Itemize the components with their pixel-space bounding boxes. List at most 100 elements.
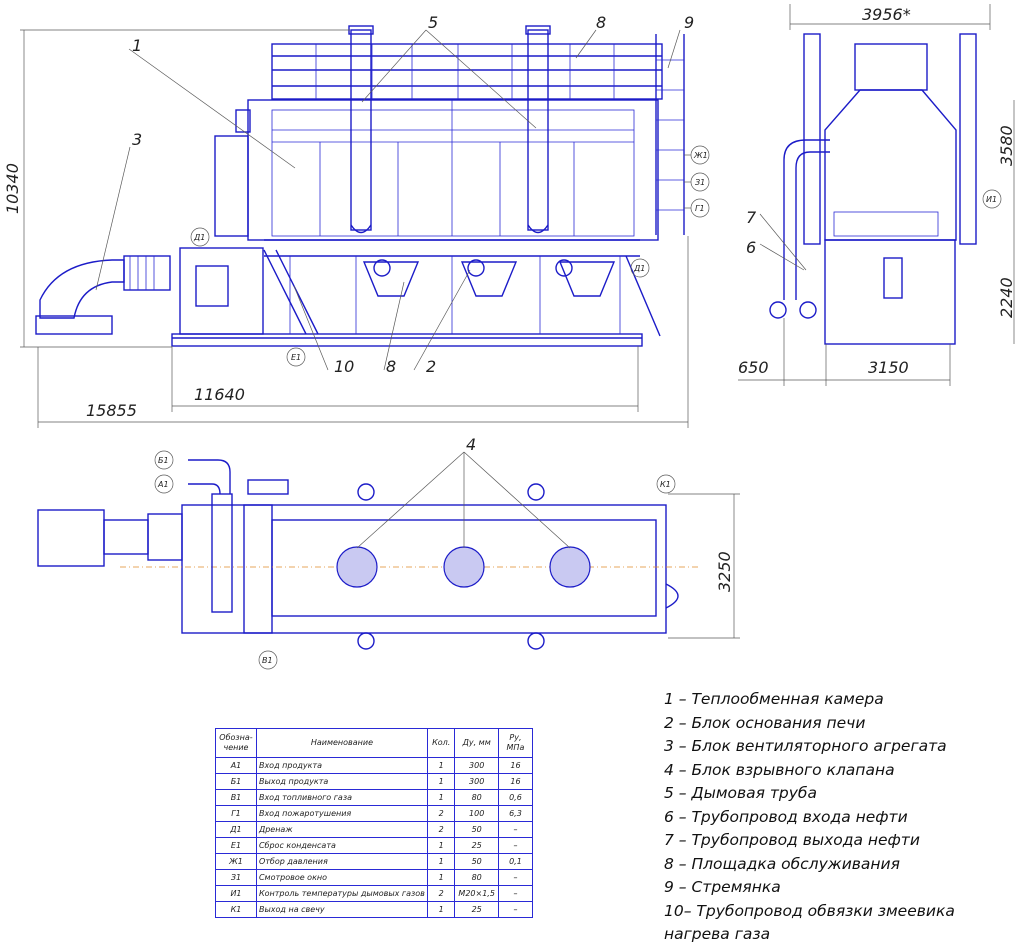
legend-item: 10– Трубопровод обвязки змеевика bbox=[664, 901, 955, 920]
cell-qty: 1 bbox=[426, 789, 456, 806]
front-callouts: 1 3 5 8 9 10 8 2 bbox=[95, 13, 694, 376]
cell-designation: Ж1 bbox=[215, 853, 257, 870]
tag-k1: К1 bbox=[660, 480, 671, 489]
cell-designation: К1 bbox=[215, 901, 257, 918]
legend-item: 1 – Теплообменная камера bbox=[664, 690, 884, 708]
cell-qty: 2 bbox=[426, 805, 456, 822]
header-dn: Ду, мм bbox=[454, 728, 499, 758]
tag-g1: Г1 bbox=[695, 204, 705, 213]
component-legend: 1 – Теплообменная камера 2 – Блок основа… bbox=[664, 688, 1014, 947]
callout-6: 6 bbox=[746, 238, 756, 257]
cell-pressure: 0,1 bbox=[497, 853, 534, 870]
callout-8-bottom: 8 bbox=[386, 357, 396, 376]
dim-width-plan: 3250 bbox=[715, 551, 734, 592]
tag-d1-right: Д1 bbox=[633, 264, 645, 273]
cell-designation: И1 bbox=[215, 885, 257, 902]
dim-height-lower: 2240 bbox=[997, 277, 1016, 318]
tag-a1: А1 bbox=[157, 480, 169, 489]
cell-designation: В1 bbox=[215, 789, 257, 806]
cell-pressure: – bbox=[497, 869, 534, 886]
legend-item: 8 – Площадка обслуживания bbox=[664, 854, 900, 873]
legend-item: 6 – Трубопровод входа нефти bbox=[664, 807, 908, 826]
callout-7: 7 bbox=[746, 208, 757, 227]
cell-name: Выход продукта bbox=[255, 773, 428, 790]
cell-dn: 50 bbox=[454, 853, 499, 870]
dim-width-base: 3150 bbox=[868, 358, 909, 377]
callout-3: 3 bbox=[132, 130, 142, 149]
cell-pressure: 0,6 bbox=[497, 789, 534, 806]
cell-dn: 25 bbox=[454, 837, 499, 854]
cell-designation: Е1 bbox=[215, 837, 257, 854]
cell-designation: Б1 bbox=[215, 773, 257, 790]
connections-table: Обозна-чение Наименование Кол. Ду, мм Ру… bbox=[215, 728, 534, 918]
legend-item: 2 – Блок основания печи bbox=[664, 713, 866, 732]
header-qty: Кол. bbox=[426, 728, 456, 758]
cell-qty: 1 bbox=[426, 773, 456, 790]
cell-pressure: – bbox=[497, 901, 534, 918]
tag-e1: Е1 bbox=[291, 353, 301, 362]
cell-name: Сброс конденсата bbox=[255, 837, 428, 854]
callout-9: 9 bbox=[684, 13, 694, 32]
cell-designation: Г1 bbox=[215, 805, 257, 822]
cell-name: Выход на свечу bbox=[255, 901, 428, 918]
header-name: Наименование bbox=[255, 728, 428, 758]
cell-qty: 2 bbox=[426, 885, 456, 902]
cell-qty: 1 bbox=[426, 837, 456, 854]
cell-name: Вход топливного газа bbox=[255, 789, 428, 806]
cell-dn: 300 bbox=[454, 773, 499, 790]
cell-qty: 1 bbox=[426, 757, 456, 774]
cell-pressure: – bbox=[497, 821, 534, 838]
callout-2: 2 bbox=[426, 357, 436, 376]
callout-8-top: 8 bbox=[596, 13, 606, 32]
cell-qty: 2 bbox=[426, 821, 456, 838]
header-designation: Обозна-чение bbox=[215, 728, 257, 758]
tag-zh1: Ж1 bbox=[693, 151, 708, 160]
cell-dn: 300 bbox=[454, 757, 499, 774]
cell-designation: З1 bbox=[215, 869, 257, 886]
front-dimensions: 10340 15855 11640 bbox=[3, 29, 689, 428]
dim-length-total: 15855 bbox=[86, 401, 137, 420]
side-view: И1 3956* 3580 2240 650 3150 7 6 bbox=[738, 4, 1016, 386]
cell-designation: А1 bbox=[215, 757, 257, 774]
furnace-base-block bbox=[171, 239, 661, 347]
front-tags: Ж1 З1 Г1 Д1 Д1 Е1 bbox=[190, 145, 710, 367]
dim-height-total: 10340 bbox=[3, 163, 22, 214]
cell-name: Вход пожаротушения bbox=[255, 805, 428, 822]
cell-dn: 50 bbox=[454, 821, 499, 838]
cell-pressure: 6,3 bbox=[497, 805, 534, 822]
callout-10: 10 bbox=[334, 357, 354, 376]
platform-railing bbox=[271, 43, 663, 100]
dim-length-frame: 11640 bbox=[194, 385, 245, 404]
cell-qty: 1 bbox=[426, 869, 456, 886]
fan-unit bbox=[35, 255, 171, 335]
cell-dn: М20×1,5 bbox=[454, 885, 499, 902]
cell-pressure: 16 bbox=[497, 757, 534, 774]
tag-i1: И1 bbox=[986, 195, 997, 204]
cell-pressure: 16 bbox=[497, 773, 534, 790]
tag-v1: В1 bbox=[262, 656, 273, 665]
legend-item: 7 – Трубопровод выхода нефти bbox=[664, 831, 920, 849]
cell-name: Отбор давления bbox=[255, 853, 428, 870]
tag-b1: Б1 bbox=[158, 456, 169, 465]
cell-name: Смотровое окно bbox=[255, 869, 428, 886]
smoke-stacks bbox=[348, 25, 551, 234]
cell-name: Вход продукта bbox=[255, 757, 428, 774]
dim-height-upper: 3580 bbox=[997, 125, 1016, 166]
cell-designation: Д1 bbox=[215, 821, 257, 838]
plan-view: Б1 А1 К1 В1 4 3250 bbox=[37, 435, 740, 670]
dim-width-top: 3956* bbox=[862, 5, 911, 24]
front-view: 10340 15855 11640 1 3 5 8 9 10 8 2 bbox=[3, 13, 710, 428]
tag-z1: З1 bbox=[695, 178, 705, 187]
legend-item: 3 – Блок вентиляторного агрегата bbox=[664, 737, 947, 755]
ladder bbox=[655, 34, 685, 235]
